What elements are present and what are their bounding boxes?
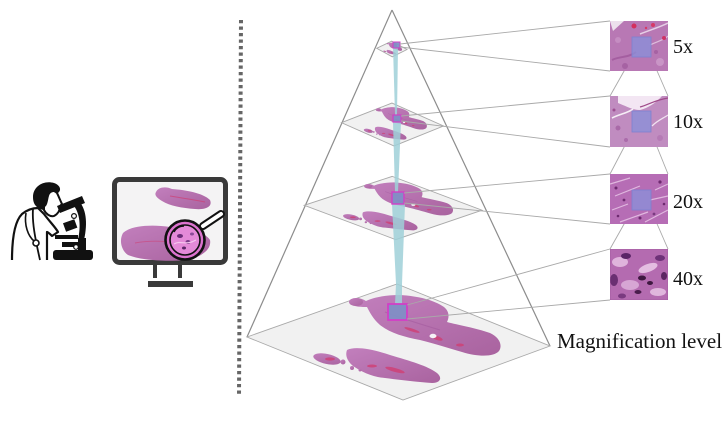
plane-roi-markers [387, 41, 408, 321]
thumbnail-40x [610, 249, 668, 300]
pathologist-microscope-icon [10, 182, 93, 261]
level-label-20x: 20x [673, 191, 703, 213]
level-label-5x: 5x [673, 36, 693, 58]
thumbnail-5x [610, 21, 668, 71]
zoom-beam [392, 47, 405, 304]
pyramid-outline [246, 9, 551, 347]
level-label-10x: 10x [673, 111, 703, 133]
dotted-vertical-divider [237, 19, 243, 397]
connector-lines [399, 20, 669, 320]
level-label-40x: 40x [673, 268, 703, 290]
axis-label-magnification: Magnification level [557, 329, 722, 353]
magnifier-icon [164, 210, 225, 261]
thumbnail-10x [610, 96, 668, 147]
thumbnail-20x [610, 174, 668, 224]
monitor-magnifier-icon [112, 177, 228, 287]
